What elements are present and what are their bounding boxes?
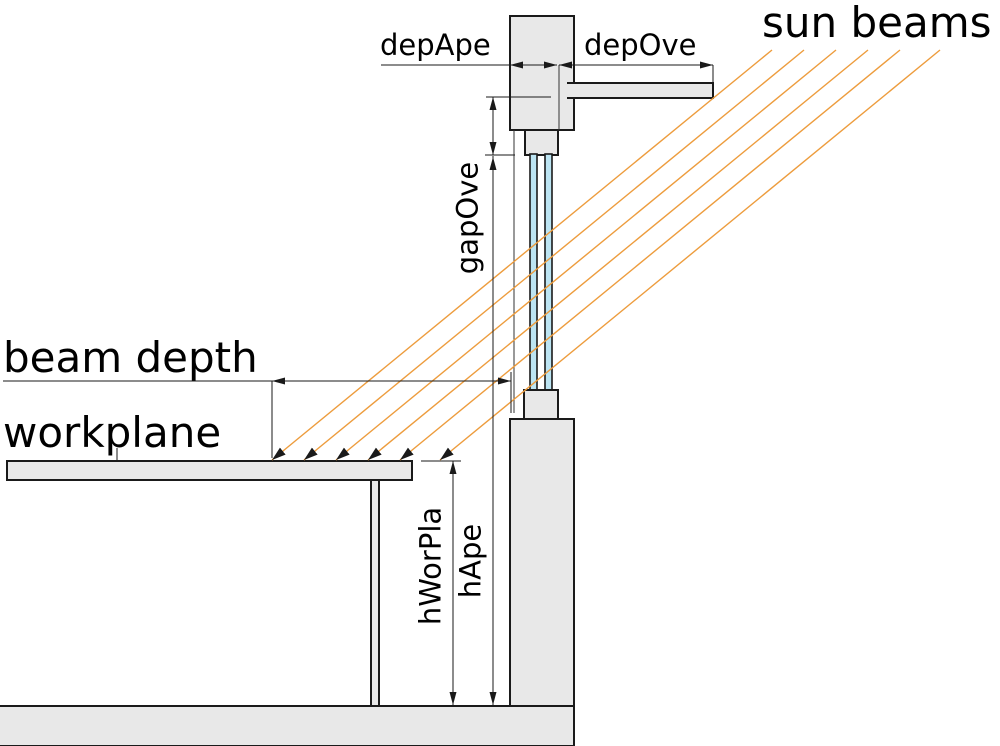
hworpla-arrow-top xyxy=(449,461,457,474)
depape-arrow-left xyxy=(510,61,523,69)
hworpla-label: hWorPla xyxy=(413,506,448,626)
window-frame-top xyxy=(524,129,559,156)
wall-header xyxy=(509,15,575,131)
sun-beam-rays xyxy=(271,49,941,461)
gapove-label: gapOve xyxy=(450,161,485,275)
overhang-slab xyxy=(567,82,714,99)
depove-arrow-left xyxy=(559,61,572,69)
window-frame-bottom xyxy=(523,389,559,420)
hworpla-arrow-bottom xyxy=(449,692,457,705)
workplane-surface xyxy=(6,460,413,481)
sun-beam-ray xyxy=(439,49,941,461)
beamdepth-arrow-left xyxy=(272,377,285,385)
gapove-arrow-top xyxy=(489,97,497,110)
glazing-pane-inner xyxy=(544,153,553,392)
depape-arrow-right xyxy=(544,61,557,69)
depape-label: depApe xyxy=(380,28,491,62)
depove-label: depOve xyxy=(584,28,697,62)
beamdepth-arrow-right xyxy=(498,377,511,385)
floor-slab xyxy=(0,705,575,746)
sun-beam-ray xyxy=(399,49,901,461)
beam-depth-label: beam depth xyxy=(3,333,258,382)
depove-arrow-right xyxy=(700,61,713,69)
desk-leg xyxy=(370,479,380,707)
wall-lower xyxy=(509,418,575,707)
structure xyxy=(0,15,714,746)
sun-beams-label: sun beams xyxy=(762,0,992,47)
hape-arrow-bottom xyxy=(489,692,497,705)
hape-arrow-top xyxy=(489,157,497,170)
hape-label: hApe xyxy=(453,523,488,599)
sun-beam-ray xyxy=(367,49,869,461)
dimensions xyxy=(3,61,714,705)
workplane-label: workplane xyxy=(3,408,222,457)
gapove-arrow-bottom xyxy=(489,142,497,155)
sun-beam-ray xyxy=(271,49,773,461)
sun-beam-ray xyxy=(335,49,837,461)
sun-beam-ray xyxy=(303,49,805,461)
